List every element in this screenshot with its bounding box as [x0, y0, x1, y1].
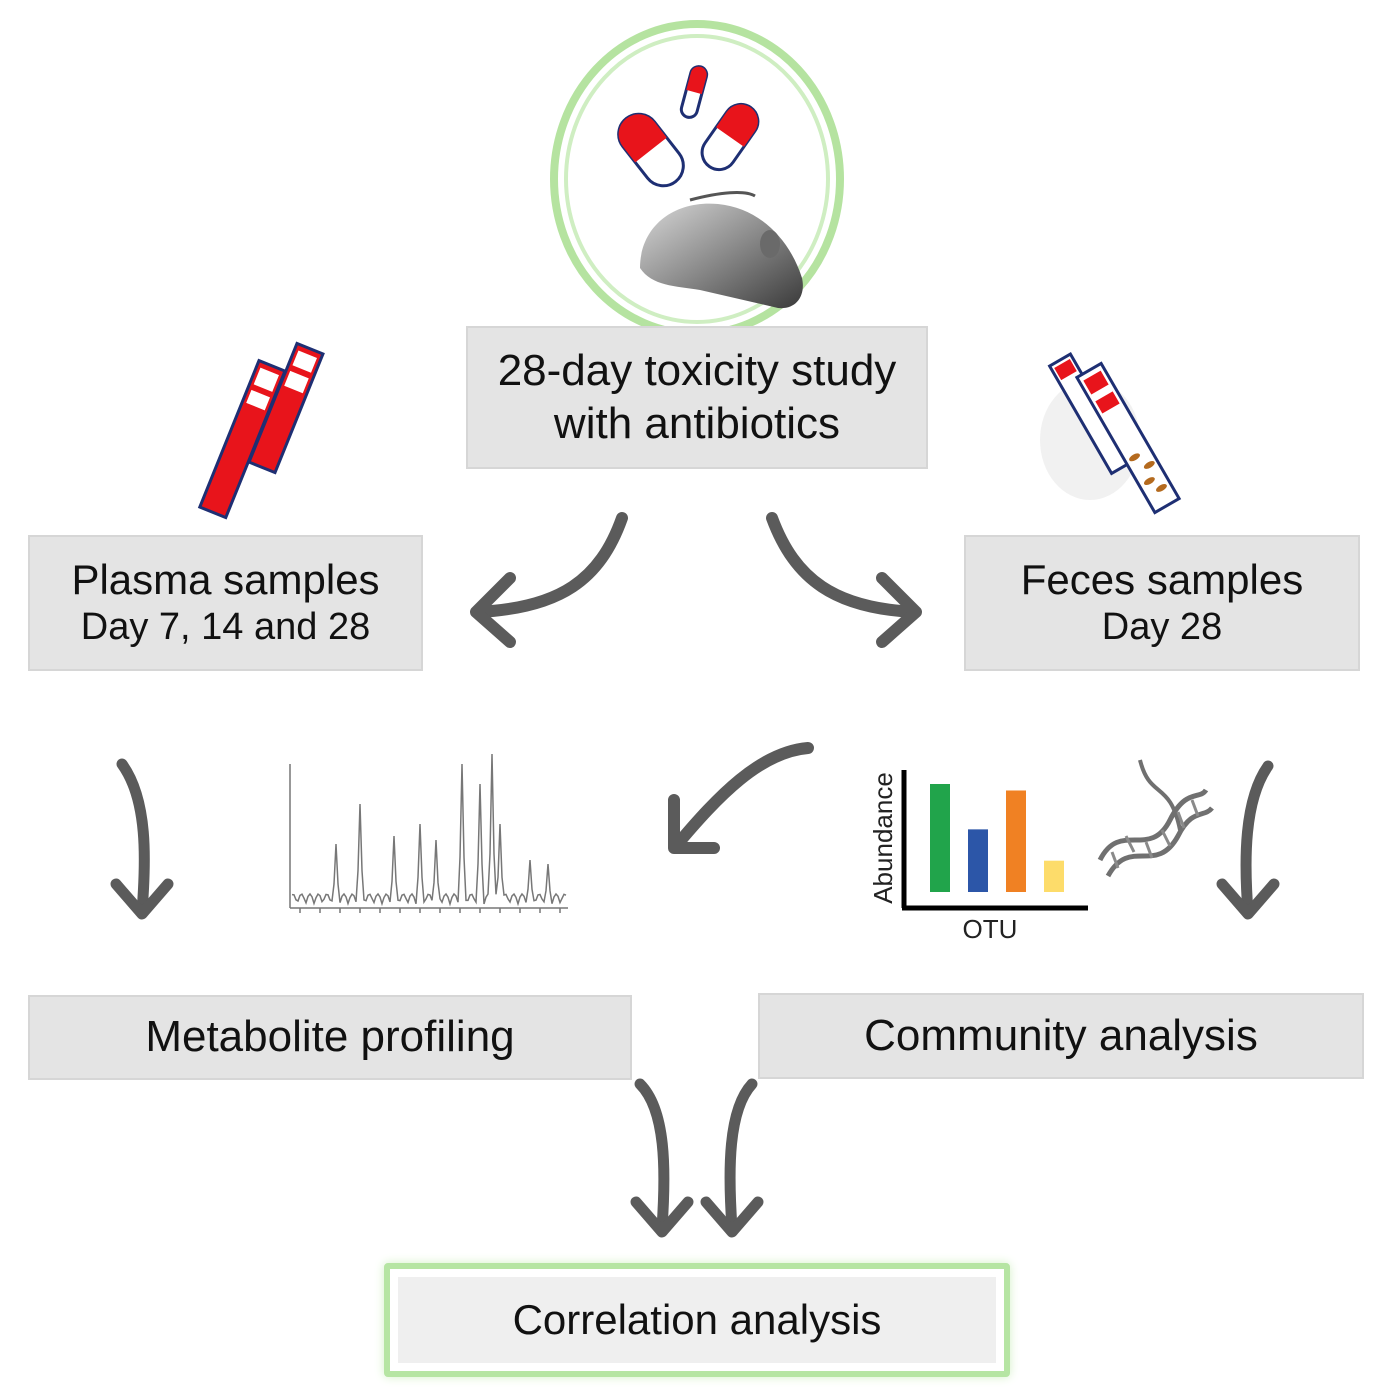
- arrow-to-plasma: [472, 512, 628, 618]
- dna-icon: [1097, 759, 1214, 878]
- mouse-icon: [640, 191, 803, 309]
- chromatogram-icon: [289, 753, 568, 913]
- study-box: 28-day toxicity study with antibiotics: [466, 326, 928, 469]
- blood-tube-icon: [197, 341, 325, 520]
- correlation-box: Correlation analysis: [384, 1263, 1010, 1377]
- arrow-community-to-correlation: [724, 1078, 758, 1234]
- abundance-bar: [930, 784, 950, 892]
- plasma-box: Plasma samples Day 7, 14 and 28: [28, 535, 423, 671]
- arrow-plasma-down: [116, 758, 150, 918]
- otu-axis-label: OTU: [963, 914, 1018, 944]
- arrow-metabolite-to-correlation: [634, 1078, 670, 1234]
- feces-box: Feces samples Day 28: [964, 535, 1360, 671]
- arrow-feces-down: [1240, 760, 1274, 918]
- abundance-chart: Abundance OTU: [868, 770, 1088, 944]
- plasma-line2: Day 7, 14 and 28: [80, 606, 371, 649]
- correlation-label: Correlation analysis: [512, 1296, 882, 1343]
- feces-tube-icon: [1040, 351, 1182, 515]
- metabolite-label: Metabolite profiling: [145, 1012, 515, 1062]
- abundance-bar: [1006, 790, 1026, 892]
- arrow-to-feces: [766, 512, 920, 618]
- study-line1: 28-day toxicity study: [497, 345, 897, 395]
- abundance-bar: [968, 829, 988, 892]
- plasma-line1: Plasma samples: [71, 556, 380, 603]
- study-line2: with antibiotics: [553, 398, 841, 448]
- metabolite-box: Metabolite profiling: [28, 995, 632, 1080]
- capsule-icon: [617, 65, 760, 188]
- community-label: Community analysis: [864, 1010, 1258, 1060]
- arrow-feces-to-metabolite: [670, 742, 814, 852]
- abundance-bar: [1044, 860, 1064, 892]
- abundance-axis-label: Abundance: [868, 772, 898, 904]
- feces-line1: Feces samples: [1020, 556, 1304, 603]
- feces-line2: Day 28: [1101, 606, 1223, 649]
- community-box: Community analysis: [758, 993, 1364, 1079]
